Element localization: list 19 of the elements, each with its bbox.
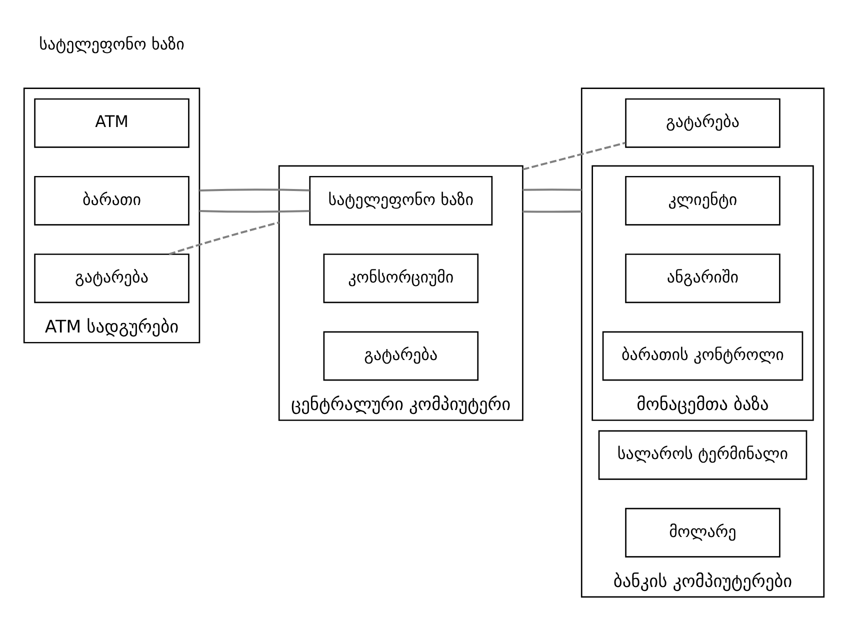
node-box: კლიენტი — [625, 175, 780, 225]
connector — [522, 141, 626, 170]
node-box: კონსორციუმი — [323, 253, 479, 303]
connector — [522, 188, 582, 190]
connector — [199, 209, 310, 212]
node-box: ბარათის კონტროლი — [602, 330, 804, 380]
node-box: გატარება — [323, 330, 479, 380]
node-box: ATM — [34, 98, 190, 148]
connector — [199, 188, 310, 191]
node-box: მოლარე — [625, 507, 780, 557]
connector — [522, 210, 582, 212]
node-box: სატელეფონო ხაზი — [309, 175, 493, 225]
node-box: გატარება — [625, 98, 780, 148]
connector — [168, 220, 280, 255]
node-box: გატარება — [34, 253, 190, 303]
node-box: ბარათი — [34, 175, 190, 225]
node-box: ანგარიში — [625, 253, 780, 303]
label: სატელეფონო ხაზი — [39, 34, 184, 54]
node-box: სალაროს ტერმინალი — [598, 430, 808, 480]
